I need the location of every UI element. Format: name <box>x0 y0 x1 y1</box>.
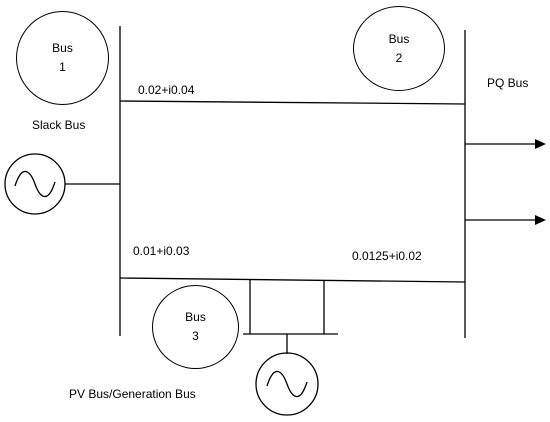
slack-bus-label: Slack Bus <box>32 118 86 132</box>
bus1-circle: Bus 1 <box>16 11 109 105</box>
line-1-2 <box>119 100 466 105</box>
impedance-line-2-3: 0.0125+i0.02 <box>352 249 422 263</box>
line-1-3-2 <box>119 277 466 283</box>
bus1-number: 1 <box>59 60 66 74</box>
slack-generator-icon <box>4 153 66 215</box>
pv-bus-label: PV Bus/Generation Bus <box>69 387 196 401</box>
slack-generator-wave <box>14 170 56 198</box>
load-arrow-2-head <box>535 215 546 225</box>
bus3-circle: Bus 3 <box>152 285 239 369</box>
pq-bus-label: PQ Bus <box>487 76 529 90</box>
bus3-name: Bus <box>185 310 206 324</box>
impedance-line-1-2: 0.02+i0.04 <box>138 83 195 97</box>
bus2-circle: Bus 2 <box>353 6 445 91</box>
bus2-number: 2 <box>395 50 403 65</box>
load-arrow-1-head <box>535 139 546 149</box>
pv-generator-icon <box>255 352 319 416</box>
pv-generator-wave <box>266 370 308 398</box>
impedance-line-1-3: 0.01+i0.03 <box>133 244 190 258</box>
bus3-number: 3 <box>192 329 199 343</box>
bus1-name: Bus <box>52 41 73 55</box>
bus2-name: Bus <box>388 31 410 46</box>
